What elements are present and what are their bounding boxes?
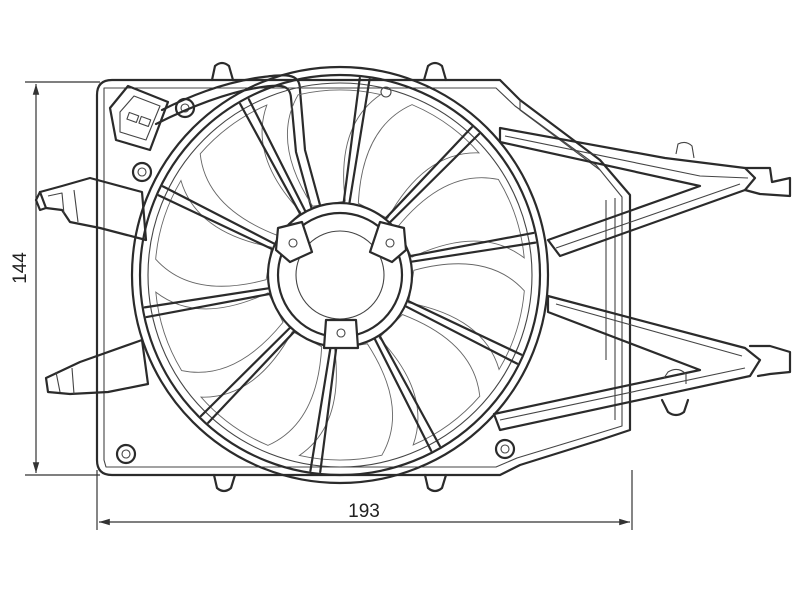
fan-spoke	[199, 326, 296, 424]
fan-spoke	[309, 345, 338, 474]
fan-hub	[266, 201, 414, 350]
fan-outer-ring	[130, 65, 550, 485]
right-strut-upper	[498, 126, 792, 258]
fan-blade	[396, 177, 525, 259]
fan-spoke	[157, 185, 277, 251]
fan-spoke	[143, 287, 272, 319]
fan-blade	[408, 263, 525, 371]
electrical-connector	[108, 74, 322, 212]
width-dimension: 193	[96, 470, 633, 530]
right-strut-lower	[492, 294, 792, 432]
hub-mount-top-left	[274, 220, 314, 264]
left-bracket-lower	[44, 338, 150, 396]
fan-blade	[286, 89, 382, 207]
fan-blade	[357, 104, 481, 220]
fan-blades	[155, 89, 525, 461]
hub-mount-bottom	[322, 318, 360, 350]
height-dimension: 144	[10, 81, 100, 476]
height-dimension-label: 144	[10, 252, 31, 284]
fan-spoke	[342, 76, 371, 205]
left-bracket-upper	[34, 176, 148, 242]
fan-spoke	[403, 299, 523, 365]
fan-blade	[155, 179, 272, 287]
fan-spoke	[384, 126, 481, 224]
fan-spokes	[143, 76, 537, 474]
fan-spoke	[408, 231, 537, 263]
fan-blade	[199, 104, 302, 236]
shroud-frame	[95, 61, 632, 493]
fan-spoke	[373, 334, 441, 452]
fan-blade	[155, 291, 284, 373]
fan-blade	[199, 330, 323, 446]
fan-blade	[378, 314, 481, 446]
hub-mount-top-right	[368, 220, 408, 264]
fan-spoke	[239, 98, 307, 216]
fan-blade	[298, 343, 394, 461]
width-dimension-label: 193	[348, 501, 380, 522]
